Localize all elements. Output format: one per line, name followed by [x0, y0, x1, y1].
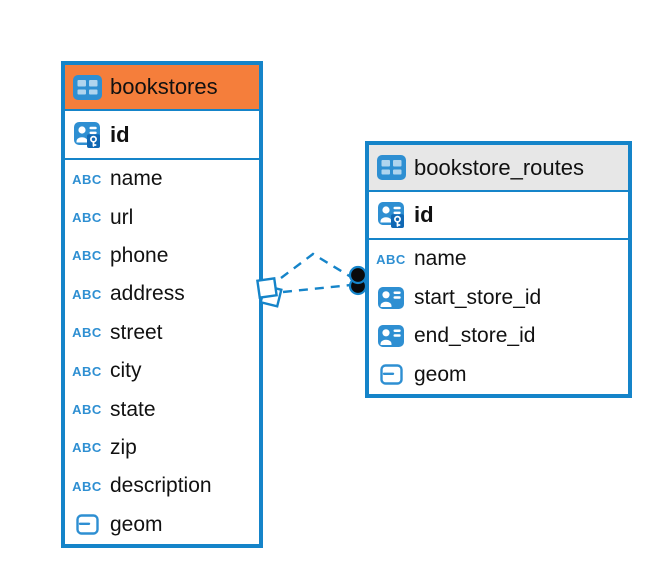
field-name: geom: [110, 512, 163, 536]
entity-title: bookstore_routes: [414, 154, 584, 180]
entity-bookstore-routes[interactable]: bookstore_routes id ABC: [365, 141, 632, 398]
entity-bookstore-routes-header[interactable]: bookstore_routes: [369, 145, 628, 190]
field-row[interactable]: ABC address: [65, 275, 259, 313]
field-row[interactable]: start_store_id: [369, 279, 628, 318]
text-type-icon: ABC: [72, 325, 102, 341]
field-name: city: [110, 359, 142, 383]
relation-dots-marker[interactable]: [348, 265, 368, 296]
divider: [369, 190, 628, 192]
geometry-type-icon: [376, 364, 406, 385]
entity-bookstores-header[interactable]: bookstores: [65, 65, 259, 109]
field-row[interactable]: geom: [369, 356, 628, 395]
field-name: start_store_id: [414, 285, 542, 309]
divider: [65, 158, 259, 160]
text-type-icon: ABC: [72, 363, 102, 379]
field-row[interactable]: ABC zip: [65, 429, 259, 467]
relation-line-1[interactable]: [280, 252, 352, 279]
divider: [65, 109, 259, 111]
field-row[interactable]: ABC city: [65, 352, 259, 390]
field-row[interactable]: ABC name: [65, 160, 259, 198]
pk-name: id: [414, 202, 434, 227]
table-icon: [376, 155, 406, 180]
table-icon: [72, 74, 102, 100]
text-type-icon: ABC: [72, 440, 102, 456]
field-name: name: [110, 167, 163, 191]
pk-name: id: [110, 121, 130, 147]
field-name: phone: [110, 243, 169, 267]
divider: [369, 238, 628, 240]
reference-type-icon: [376, 286, 406, 309]
text-type-icon: ABC: [72, 171, 102, 187]
field-name: state: [110, 397, 156, 421]
field-name: description: [110, 474, 212, 498]
field-row[interactable]: ABC phone: [65, 237, 259, 275]
field-name: url: [110, 205, 134, 229]
text-type-icon: ABC: [72, 478, 102, 494]
field-name: end_store_id: [414, 324, 536, 348]
text-type-icon: ABC: [72, 286, 102, 302]
field-name: geom: [414, 362, 467, 386]
primary-key-icon: [376, 202, 406, 228]
primary-key-icon: [72, 121, 102, 148]
reference-type-icon: [376, 325, 406, 348]
field-name: name: [414, 247, 467, 271]
text-type-icon: ABC: [72, 248, 102, 264]
field-row[interactable]: geom: [65, 506, 259, 544]
entity-title: bookstores: [110, 74, 218, 99]
pk-row[interactable]: id: [65, 111, 259, 158]
relation-line-2[interactable]: [282, 283, 352, 294]
field-name: address: [110, 282, 185, 306]
field-row[interactable]: ABC street: [65, 314, 259, 352]
field-row[interactable]: ABC state: [65, 390, 259, 428]
field-row[interactable]: ABC name: [369, 240, 628, 279]
text-type-icon: ABC: [376, 251, 406, 267]
field-row[interactable]: ABC description: [65, 467, 259, 505]
field-row[interactable]: ABC url: [65, 198, 259, 236]
text-type-icon: ABC: [72, 210, 102, 226]
field-row[interactable]: end_store_id: [369, 317, 628, 356]
pk-row[interactable]: id: [369, 192, 628, 238]
entity-bookstores[interactable]: bookstores id ABC na: [61, 61, 263, 548]
text-type-icon: ABC: [72, 402, 102, 418]
geometry-type-icon: [72, 514, 102, 535]
field-name: zip: [110, 435, 137, 459]
field-name: street: [110, 320, 163, 344]
relation-line-group[interactable]: [256, 252, 368, 308]
